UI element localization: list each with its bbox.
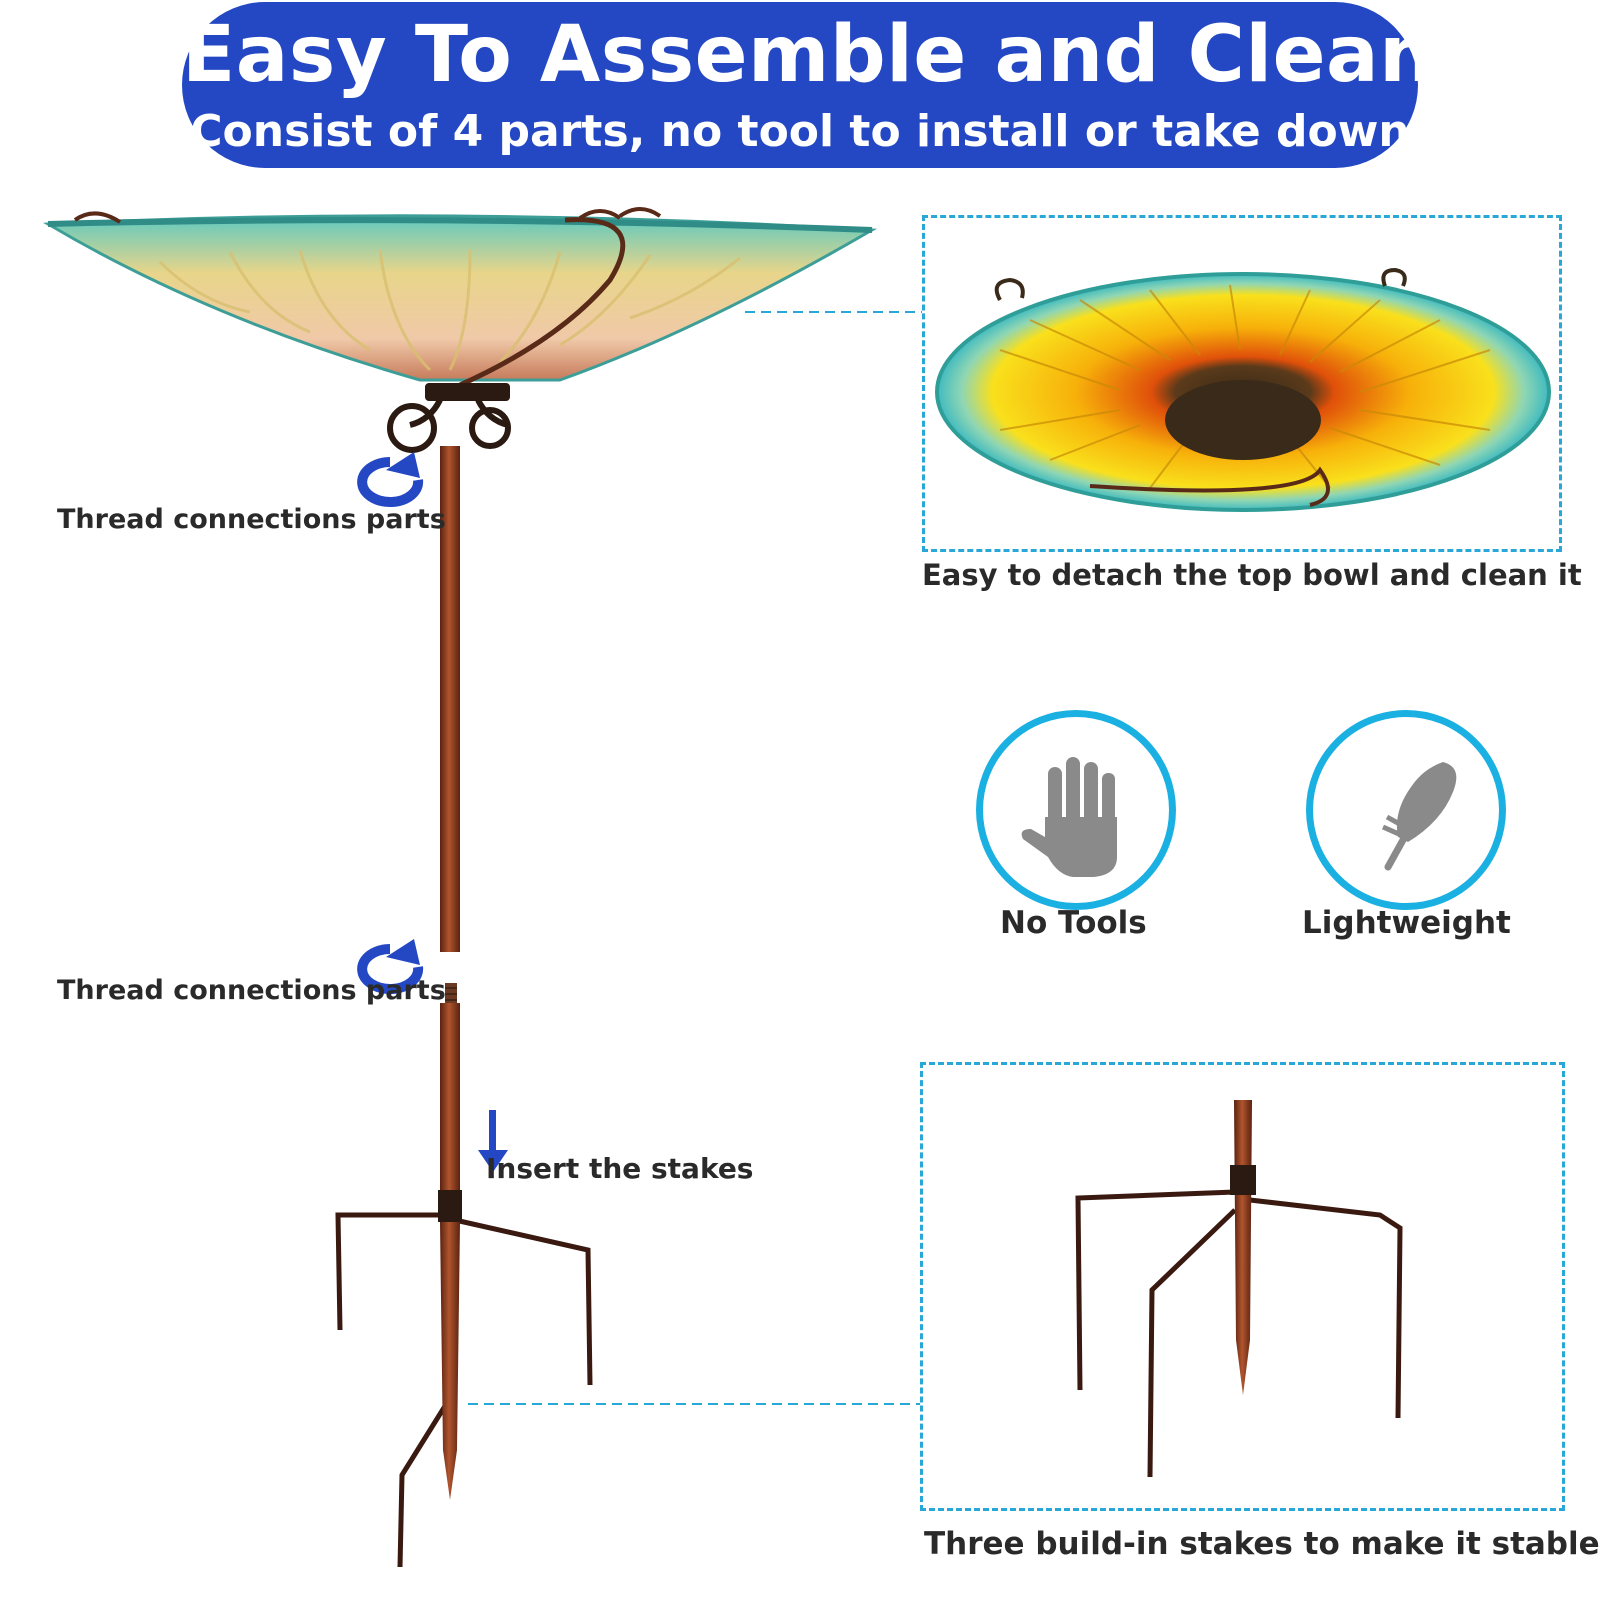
- pole-segment-bottom: [440, 983, 460, 1193]
- pole-segment-top: [440, 446, 460, 952]
- detach-bowl-panel: [922, 215, 1562, 552]
- bowl-image-left: [42, 207, 878, 453]
- insert-stakes-label: Insert the stakes: [486, 1152, 754, 1185]
- hand-icon: [1021, 757, 1117, 877]
- feather-icon: [1381, 762, 1457, 871]
- no-tools-badge: [976, 710, 1176, 910]
- header-banner: Easy To Assemble and Clean Consist of 4 …: [182, 2, 1436, 168]
- rotate-arrow-icon: [357, 457, 424, 507]
- detach-bowl-caption: Easy to detach the top bowl and clean it: [922, 558, 1582, 592]
- stakes-caption: Three build-in stakes to make it stable: [924, 1526, 1600, 1562]
- page-subtitle: Consist of 4 parts, no tool to install o…: [190, 106, 1410, 157]
- stakes-image-detail: [1075, 1100, 1403, 1478]
- page-title: Easy To Assemble and Clean: [182, 10, 1436, 100]
- stake-base-left: [335, 1212, 593, 1568]
- feature-label-no-tools: No Tools: [1000, 905, 1147, 941]
- thread-connection-label-top: Thread connections parts: [57, 504, 446, 535]
- bowl-image-detail: [935, 267, 1551, 512]
- stakes-panel: [920, 1062, 1565, 1511]
- down-arrow-icon: [478, 1110, 508, 1172]
- feature-label-lightweight: Lightweight: [1302, 905, 1511, 941]
- thread-connection-label-bottom: Thread connections parts: [57, 975, 446, 1006]
- rotate-arrow-icon: [357, 944, 424, 994]
- lightweight-badge: [1306, 710, 1506, 910]
